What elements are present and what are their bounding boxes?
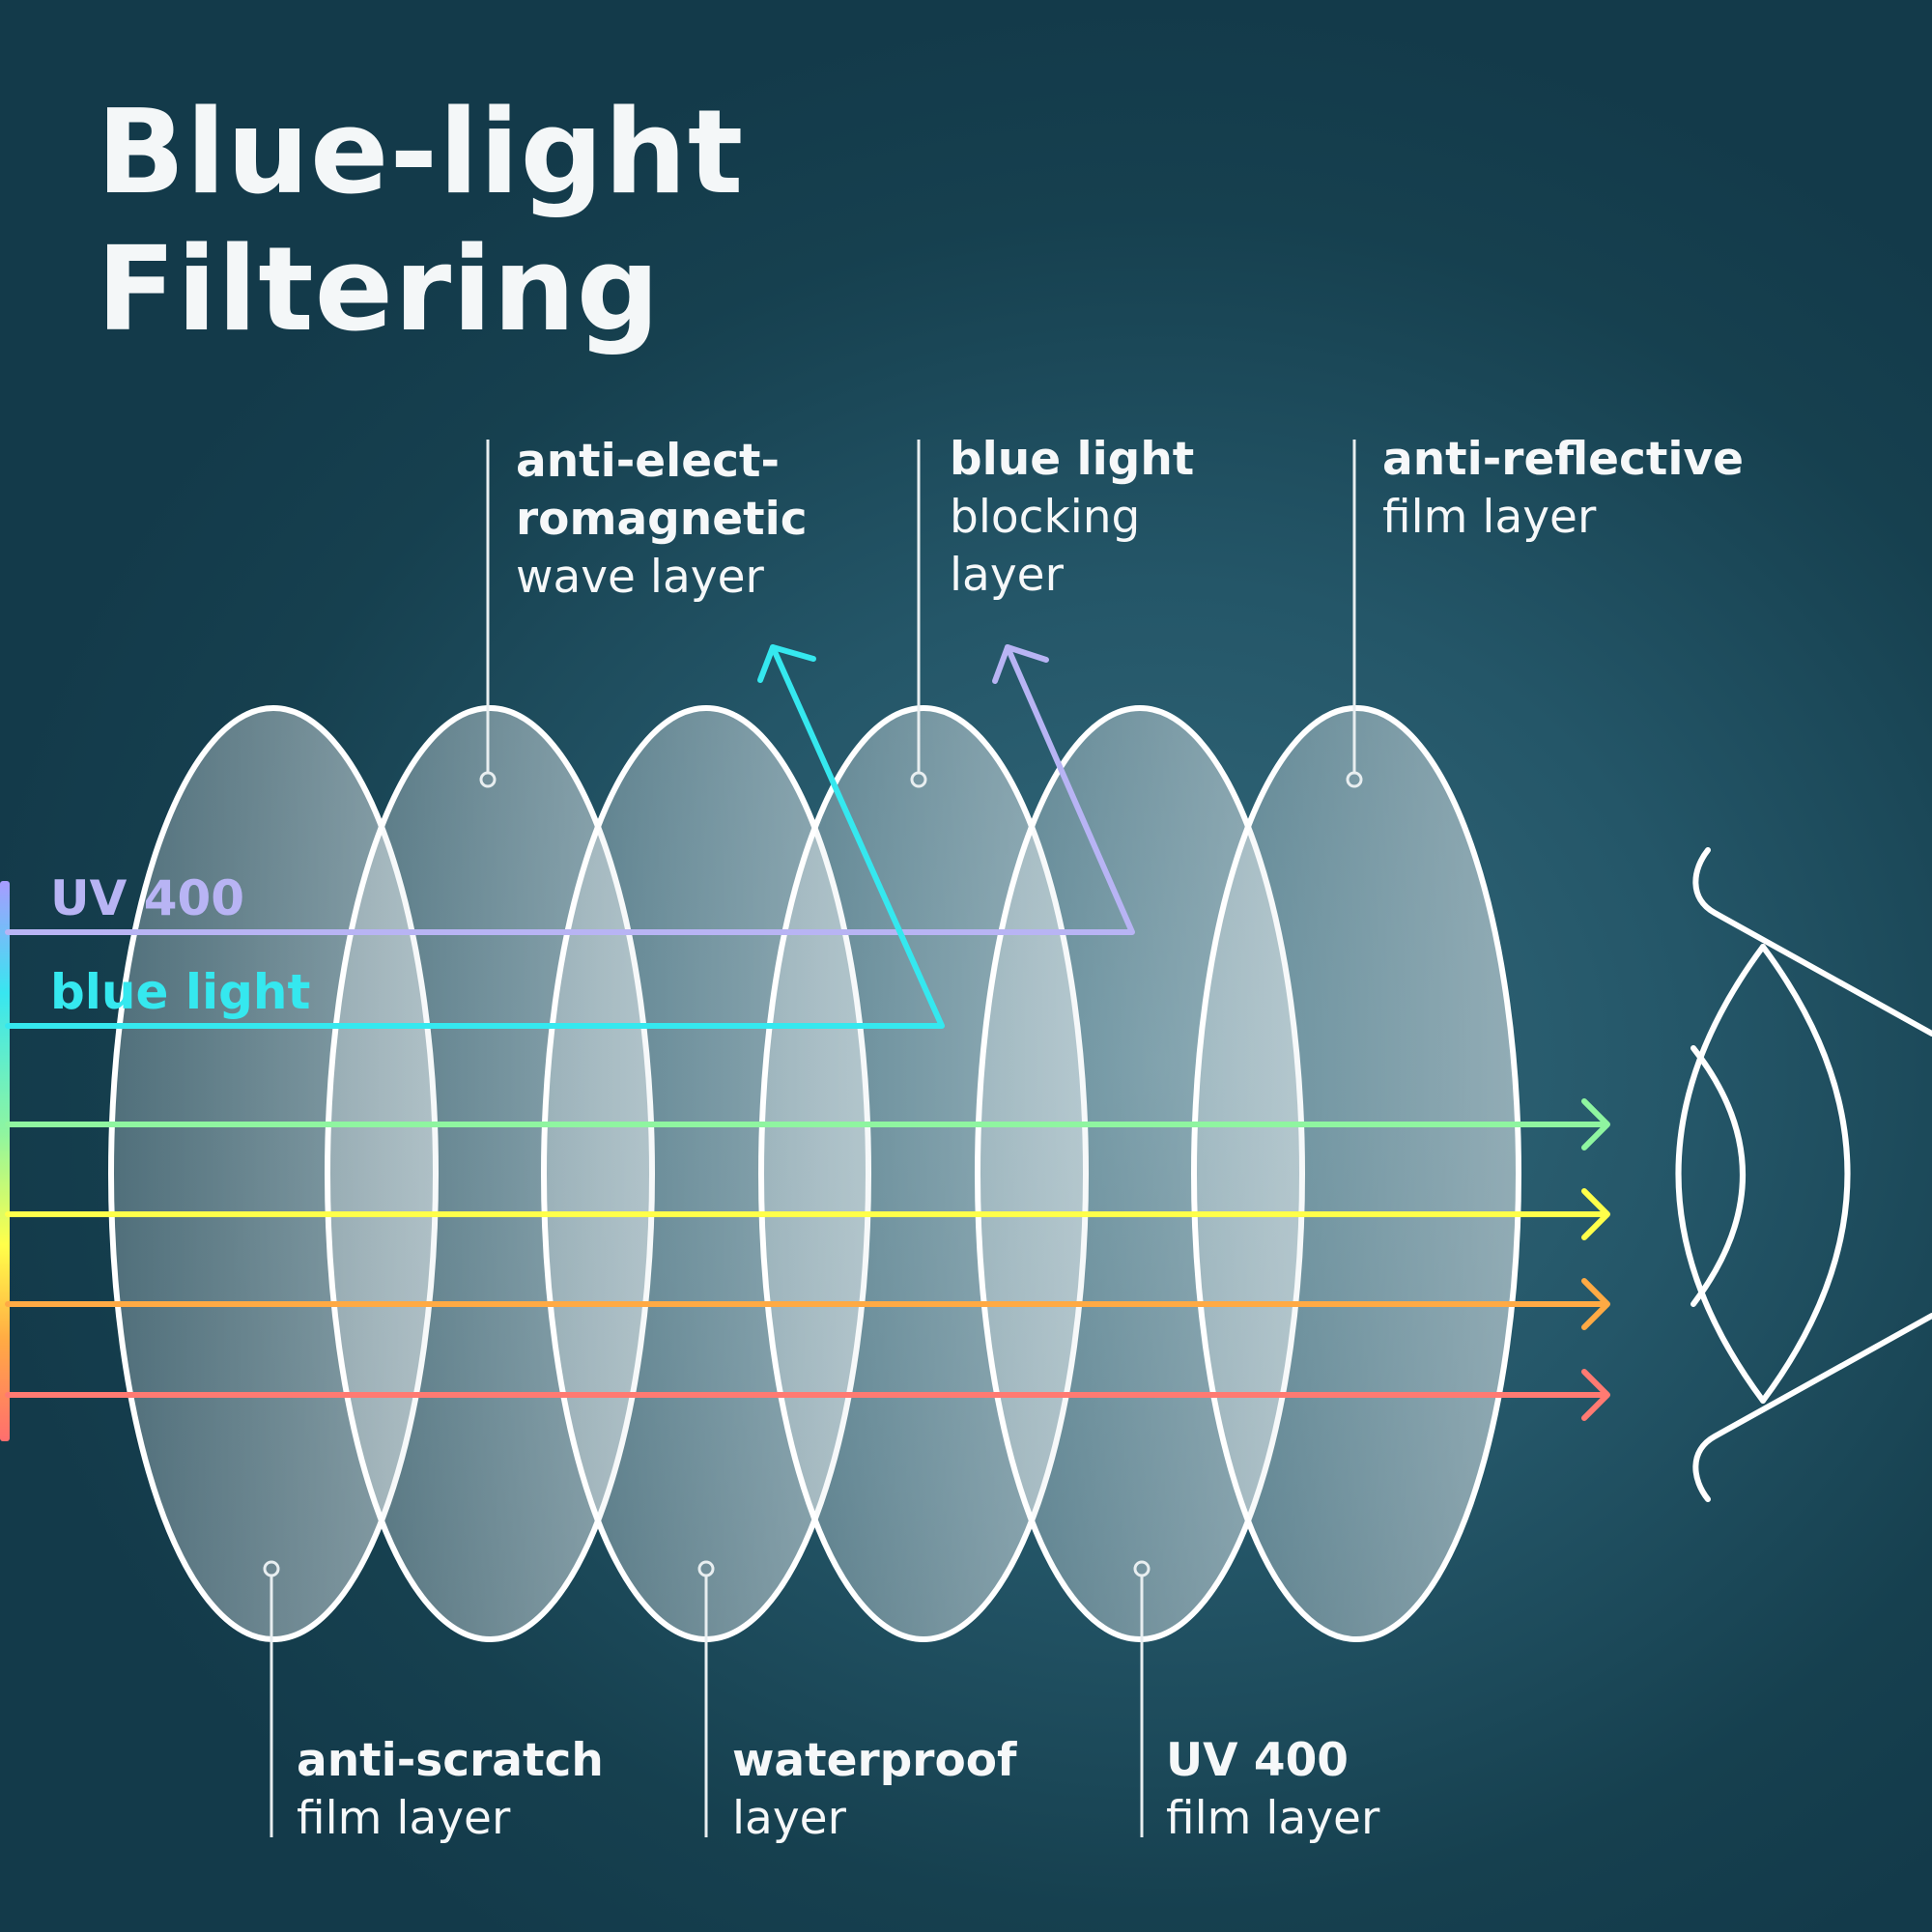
label-uv400-layer: UV 400 film layer [1166, 1732, 1379, 1848]
ray-label-blue-light: blue light [50, 964, 311, 1020]
yellow-ray-arrowhead [1581, 1188, 1610, 1240]
label-blue-light-blocking-title: blue light [950, 433, 1195, 486]
uv400-ray-arrowhead [992, 644, 1049, 684]
label-waterproof: waterproof layer [732, 1732, 1017, 1848]
label-uv400-layer-title: UV 400 [1166, 1734, 1350, 1787]
green-ray-arrowhead [1581, 1098, 1610, 1151]
label-waterproof-title: waterproof [732, 1734, 1017, 1787]
orange-ray-arrowhead [1581, 1278, 1610, 1330]
leader-dot-anti-electromagnetic [479, 771, 497, 788]
uv400-ray [5, 644, 1135, 935]
label-blue-light-blocking-sub-1: blocking [950, 491, 1141, 544]
leader-dot-anti-reflective [1346, 771, 1363, 788]
label-anti-electromagnetic-title-1: anti-elect- [516, 435, 780, 488]
blue-light-ray [5, 644, 945, 1029]
label-anti-scratch-sub: film layer [297, 1792, 511, 1845]
label-anti-electromagnetic: anti-elect- romagnetic wave layer [516, 433, 808, 607]
leader-dot-blue-light-blocking [910, 771, 927, 788]
label-anti-electromagnetic-sub: wave layer [516, 551, 764, 604]
label-anti-scratch: anti-scratch film layer [297, 1732, 604, 1848]
title-line-2: Filtering [97, 223, 661, 357]
red-ray-arrowhead [1581, 1369, 1610, 1421]
blue-light-ray-arrowhead [757, 644, 816, 683]
label-waterproof-sub: layer [732, 1792, 846, 1845]
leader-dot-anti-scratch [263, 1560, 280, 1577]
lens-anti-reflective [1191, 705, 1521, 1642]
label-anti-electromagnetic-title-2: romagnetic [516, 493, 808, 546]
eye-icon [1675, 847, 1932, 1502]
leader-dot-uv400 [1133, 1560, 1151, 1577]
label-anti-scratch-title: anti-scratch [297, 1734, 604, 1787]
label-anti-reflective-sub: film layer [1382, 491, 1597, 544]
leader-dot-waterproof [697, 1560, 715, 1577]
label-anti-reflective-title: anti-reflective [1382, 433, 1744, 486]
label-anti-reflective: anti-reflective film layer [1382, 431, 1744, 547]
page-title: Blue-light Filtering [97, 85, 744, 359]
title-line-1: Blue-light [97, 86, 745, 220]
label-blue-light-blocking: blue light blocking layer [950, 431, 1194, 605]
spectrum-bar [0, 881, 10, 1441]
ray-label-uv400: UV 400 [50, 870, 245, 926]
label-blue-light-blocking-sub-2: layer [950, 549, 1064, 602]
label-uv400-layer-sub: film layer [1166, 1792, 1380, 1845]
lens-stack [108, 705, 1521, 1642]
